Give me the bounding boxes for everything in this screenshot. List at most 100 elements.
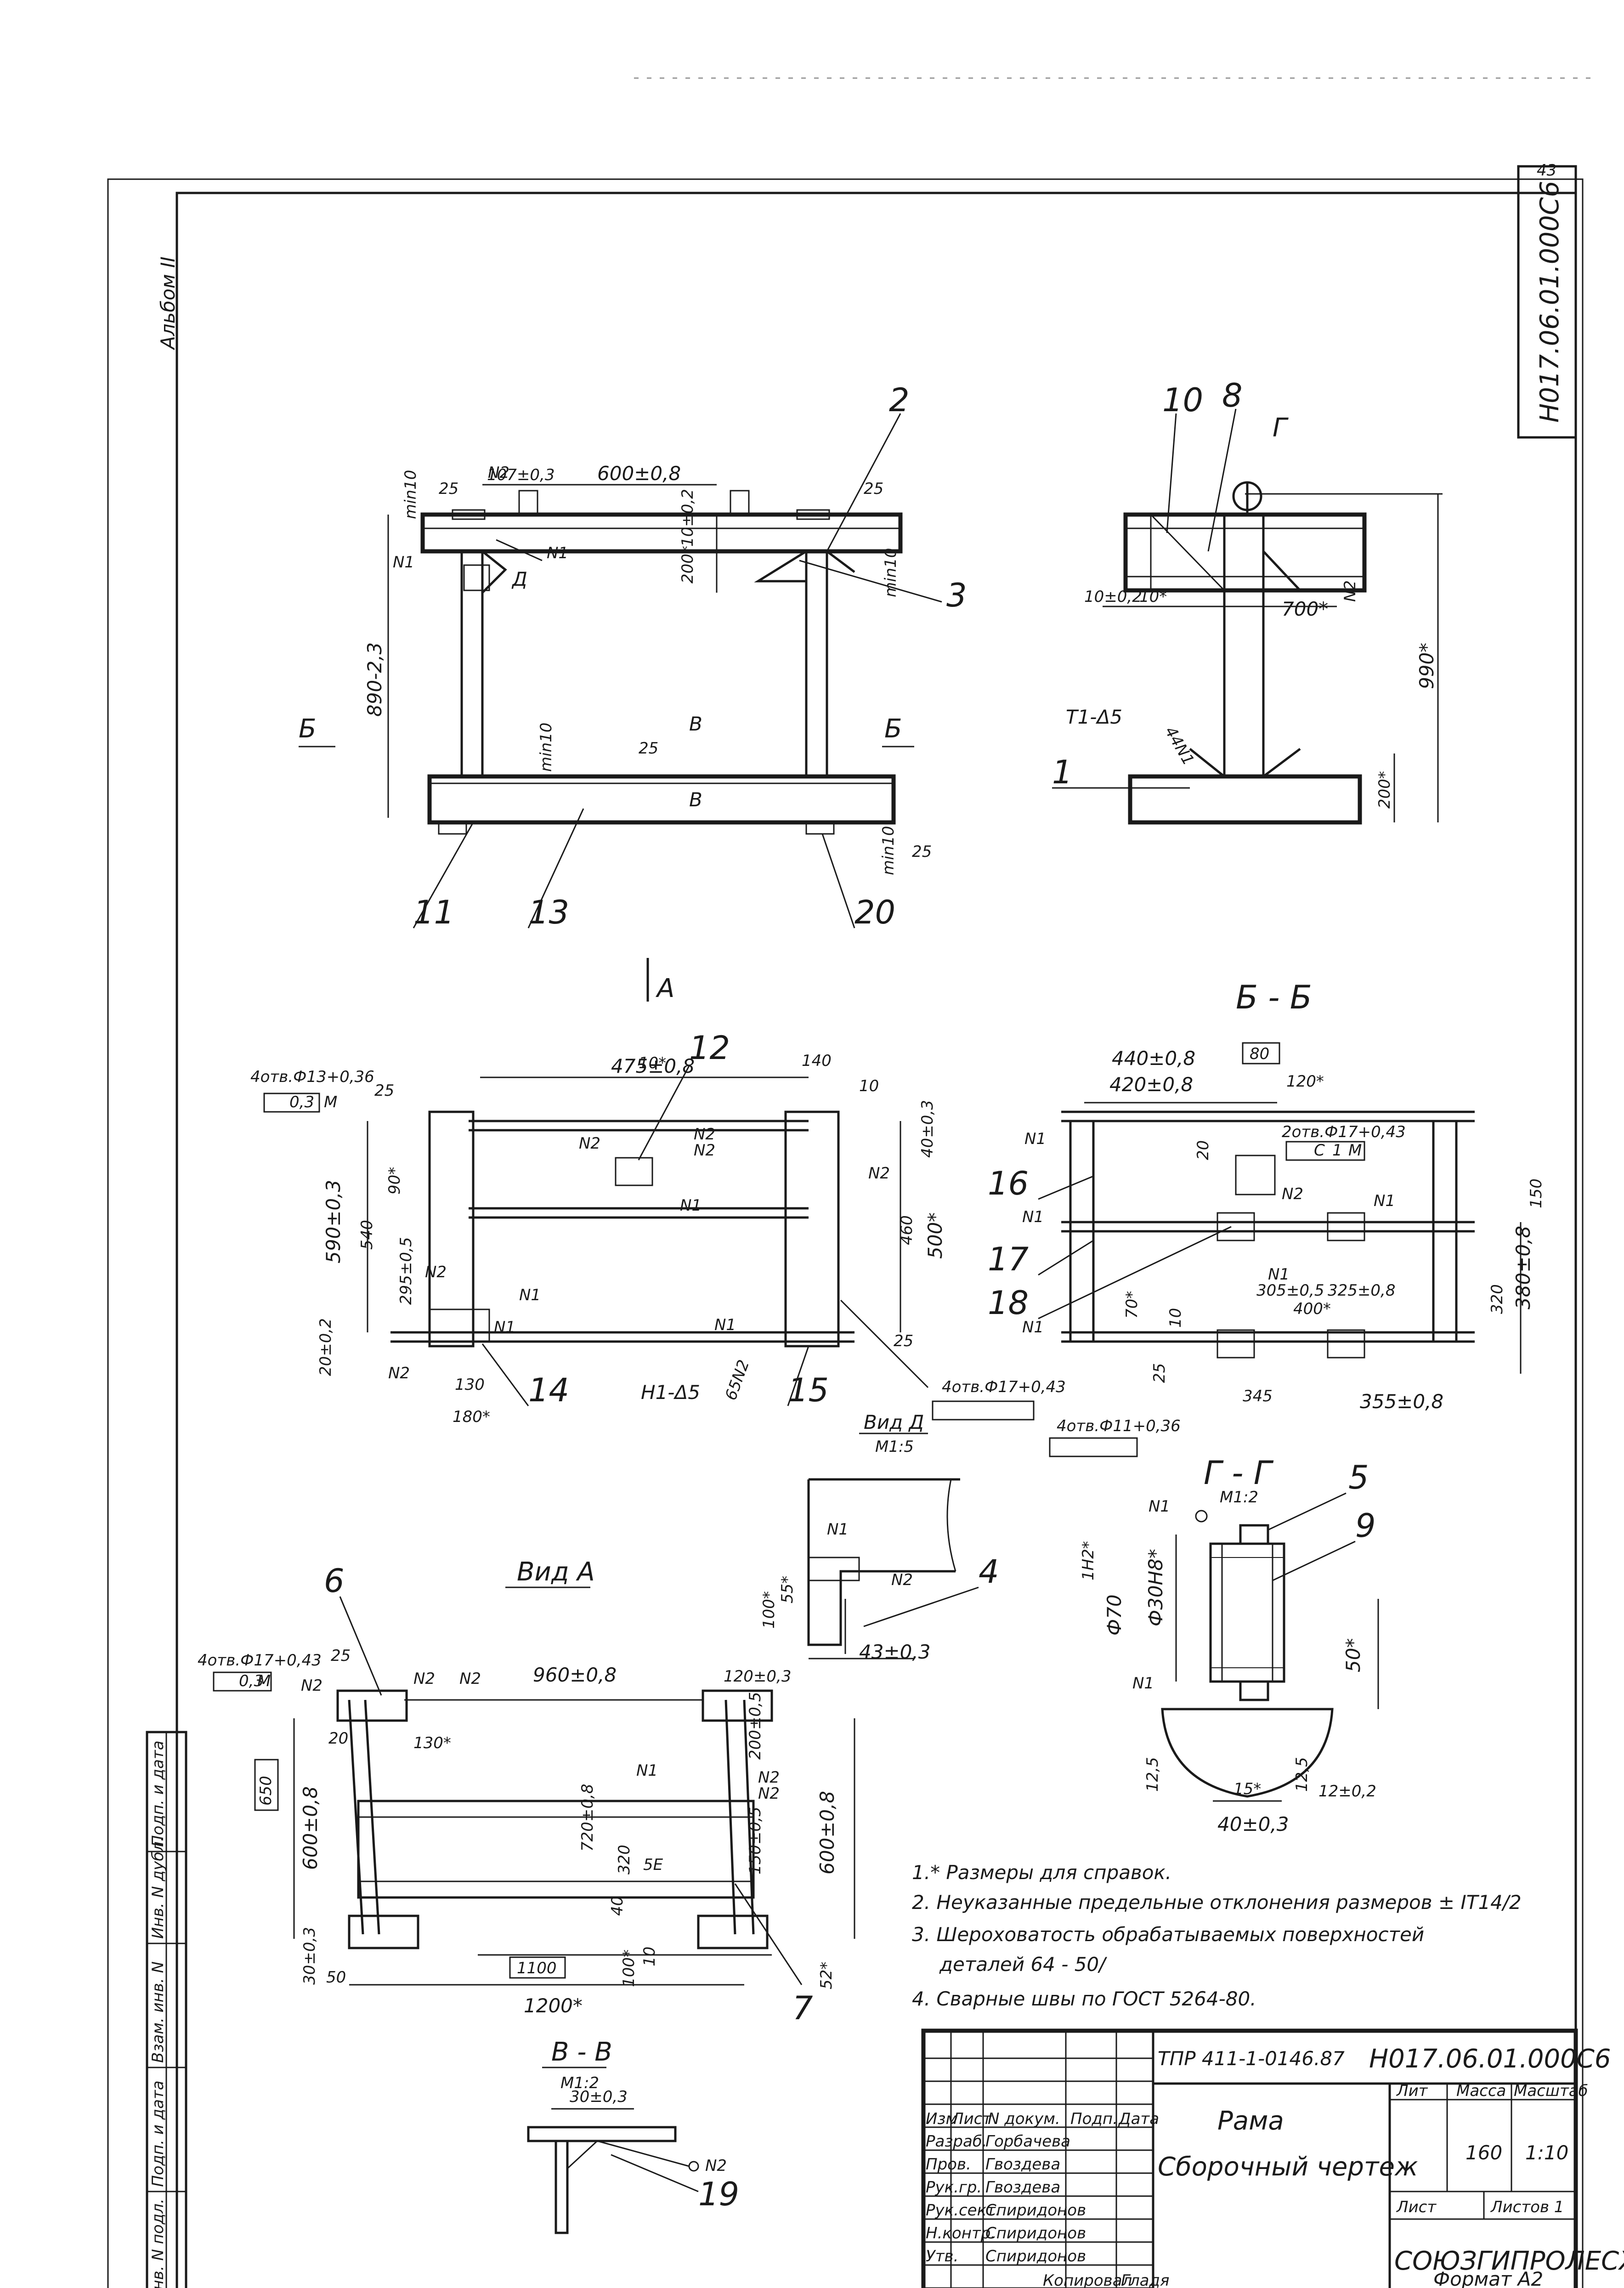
position-11: 11 (413, 894, 454, 931)
side-dim-1: 10±0,2 (1084, 588, 1142, 606)
title-row-header-5: Дата (1118, 2110, 1159, 2128)
view-a-tolerance-1: 0,3 (239, 1672, 264, 1690)
note-4: 4. Сварные швы по ГОСТ 5264-80. (912, 1988, 1256, 2010)
plan-label-1: N2 (579, 1134, 600, 1153)
side-stamp-1: Инв. N подл. (149, 2198, 167, 2288)
view-a-dim-14: 30±0,3 (300, 1927, 319, 1985)
plan-dim-7: 90* (385, 1167, 404, 1195)
plan-dim-8: 540 (358, 1220, 376, 1250)
view-a-dim-frame-650 (254, 1759, 279, 1811)
side-leaders (1052, 408, 1237, 789)
view-a-arrow-label: А (656, 974, 674, 1003)
bb-dim-4: 120* (1286, 1072, 1324, 1091)
side-stamp-2: Подп. и дата (149, 2080, 167, 2187)
gg-dim-5: 12,5 (1143, 1757, 1162, 1792)
plan-label-7: N1 (714, 1316, 736, 1334)
gg-dim-6: 15* (1234, 1780, 1261, 1798)
front-label-n1a: N1 (547, 544, 568, 562)
front-dim-6: min10 (402, 470, 420, 519)
signer-role-2: Пров. (926, 2155, 971, 2174)
view-a-dim-18: 52* (817, 1962, 836, 1989)
hole-note-2: 4отв.Ф17+0,43 (942, 1378, 1066, 1396)
side-dim-2: 10* (1139, 588, 1167, 606)
bb-weld: 25 (1150, 1363, 1169, 1383)
front-dim-9: min10 (879, 826, 898, 875)
view-a-dim-16: 1100 (517, 1959, 557, 1977)
bb-label-3: N1 (1022, 1318, 1044, 1337)
view-a-dim-8: 200±0,5 (746, 1692, 764, 1760)
bb-dim-15: 355±0,8 (1360, 1390, 1443, 1413)
side-stamp-5: Подп. и дата (149, 1740, 167, 1847)
plan-dim-10: 460 (898, 1215, 916, 1245)
front-dim-3: 10±0,2 (679, 489, 697, 547)
view-a-dim-3: 20 (328, 1729, 348, 1748)
section-vv-title: В - В (551, 2037, 612, 2067)
view-a-tolerance-2: М (257, 1672, 271, 1690)
view-a-dim-9: 600±0,8 (816, 1791, 838, 1875)
title-subname: Сборочный чертеж (1158, 2152, 1418, 2182)
section-gg-detail (1161, 1510, 1379, 1802)
section-bb (1061, 1102, 1522, 1374)
note-1: 1.* Размеры для справок. (912, 1861, 1171, 1884)
front-dim-4: 890-2,3 (363, 642, 386, 717)
bb-leaders (1038, 1175, 1232, 1320)
position-1: 1 (1052, 753, 1073, 791)
section-vv-dim: 30±0,3 (570, 2088, 628, 2106)
bb-dim-11: 400* (1293, 1300, 1331, 1318)
hole-note-3: 4отв.Ф11+0,36 (1057, 1417, 1181, 1435)
bb-dim-14: 345 (1243, 1387, 1273, 1405)
vertical-document-code: Н017.06.01.000С6 (1535, 181, 1565, 423)
plan-dim-5: 40±0,3 (918, 1100, 937, 1158)
view-a-dim-4: 130* (413, 1734, 451, 1752)
copied-by: Копировал (1043, 2271, 1132, 2288)
hole-note-2-frame (932, 1400, 1035, 1421)
code-box (1517, 165, 1577, 439)
section-gg-title: Г - Г (1204, 1454, 1274, 1492)
note-3-continued: деталей 64 - 50/ (939, 1953, 1107, 1976)
view-a-label-2: N2 (413, 1670, 435, 1688)
signer-name-3: Гвоздева (985, 2178, 1060, 2197)
view-a-dim-7: 720±0,8 (578, 1784, 597, 1852)
view-a-dim-5: 650 (257, 1776, 275, 1806)
side-label-n2: N2 (1341, 580, 1359, 602)
front-weld-4: 25 (912, 843, 932, 861)
title-head-mass: Масса (1456, 2082, 1506, 2100)
section-mark-b-right: Б (884, 714, 902, 744)
bb-dim-8: 320 (1488, 1284, 1506, 1314)
position-12: 12 (689, 1029, 730, 1067)
gg-dim-2: Ф30Н8* (1144, 1549, 1167, 1626)
bb-dim-frame-80 (1242, 1042, 1280, 1065)
signer-name-1: Горбачева (985, 2132, 1070, 2151)
position-17: 17 (988, 1240, 1029, 1278)
side-label-44n1: 44N1 (1161, 724, 1198, 769)
view-d-label-n2: N2 (891, 1571, 913, 1589)
plan-dim-3: 140 (802, 1052, 832, 1070)
view-a-title: Вид А (517, 1557, 595, 1587)
view-d-dim-3: 43±0,3 (859, 1641, 930, 1663)
bb-tolerance-3: М (1348, 1141, 1362, 1160)
bb-tolerance-1: С (1314, 1141, 1325, 1160)
plan-dim-14: 180* (453, 1408, 490, 1426)
gg-dim-8: 12±0,2 (1318, 1782, 1376, 1801)
view-a-frame (293, 1689, 855, 1986)
front-view (387, 484, 903, 835)
bb-dim-7: 380±0,8 (1512, 1226, 1534, 1309)
bb-dim-12: 70* (1123, 1291, 1141, 1319)
view-a-label-7: 5Е (643, 1856, 663, 1874)
view-a-tolerance-frame (213, 1671, 272, 1692)
bb-dim-2: 80 (1250, 1045, 1269, 1063)
plan-dim-12: 20±0,2 (317, 1318, 335, 1376)
section-mark-b-left: Б (299, 714, 316, 744)
signer-role-3: Рук.гр. (926, 2178, 982, 2197)
note-3: 3. Шероховатость обрабатываемых поверхно… (912, 1923, 1424, 1946)
view-a-dim-1: 960±0,8 (533, 1664, 617, 1686)
plan-tolerance-2: М (324, 1093, 337, 1111)
view-a-leaders (339, 1596, 803, 1985)
hole-note-3-frame (1049, 1437, 1138, 1457)
position-2: 2 (889, 381, 910, 419)
section-bb-title: Б - Б (1236, 979, 1312, 1016)
section-mark-g: Г (1273, 413, 1289, 443)
side-dim-3: 700* (1282, 598, 1328, 620)
position-8: 8 (1222, 377, 1243, 414)
